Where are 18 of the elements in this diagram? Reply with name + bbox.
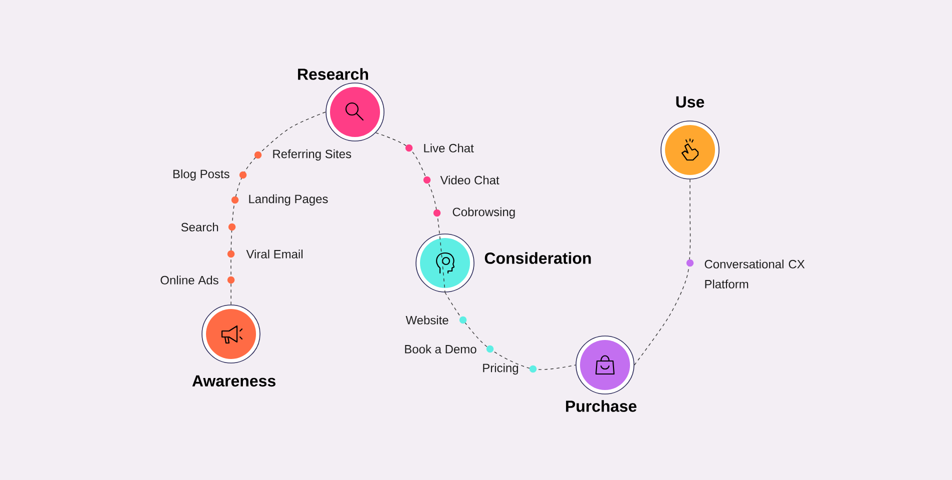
- stage-item-label: Live Chat: [424, 144, 474, 152]
- stage-heading: Purchase: [566, 400, 636, 412]
- stage-item-label: Blog Posts: [173, 169, 230, 181]
- stage-heading: Use: [676, 96, 704, 108]
- stage-item-label: Online Ads: [160, 276, 218, 284]
- stage-item-label: Video Chat: [440, 176, 500, 184]
- stage-item-label: Website: [406, 316, 448, 324]
- stage-item-label: Viral Email: [246, 250, 303, 258]
- stage-item-label: Book a Demo: [405, 344, 476, 354]
- stage-item-label: Search: [181, 222, 218, 232]
- stage-heading: Awareness: [192, 375, 276, 387]
- stage-item-label: Conversational CX Platform: [704, 260, 805, 288]
- stage-heading: Research: [298, 68, 368, 80]
- stage-item-label: Pricing: [483, 363, 518, 375]
- stage-item-label: Referring Sites: [273, 149, 352, 161]
- stage-item-label: Cobrowsing: [452, 207, 515, 219]
- stage-item-label: Landing Pages: [249, 194, 328, 206]
- stage-heading: Consideration: [484, 252, 591, 264]
